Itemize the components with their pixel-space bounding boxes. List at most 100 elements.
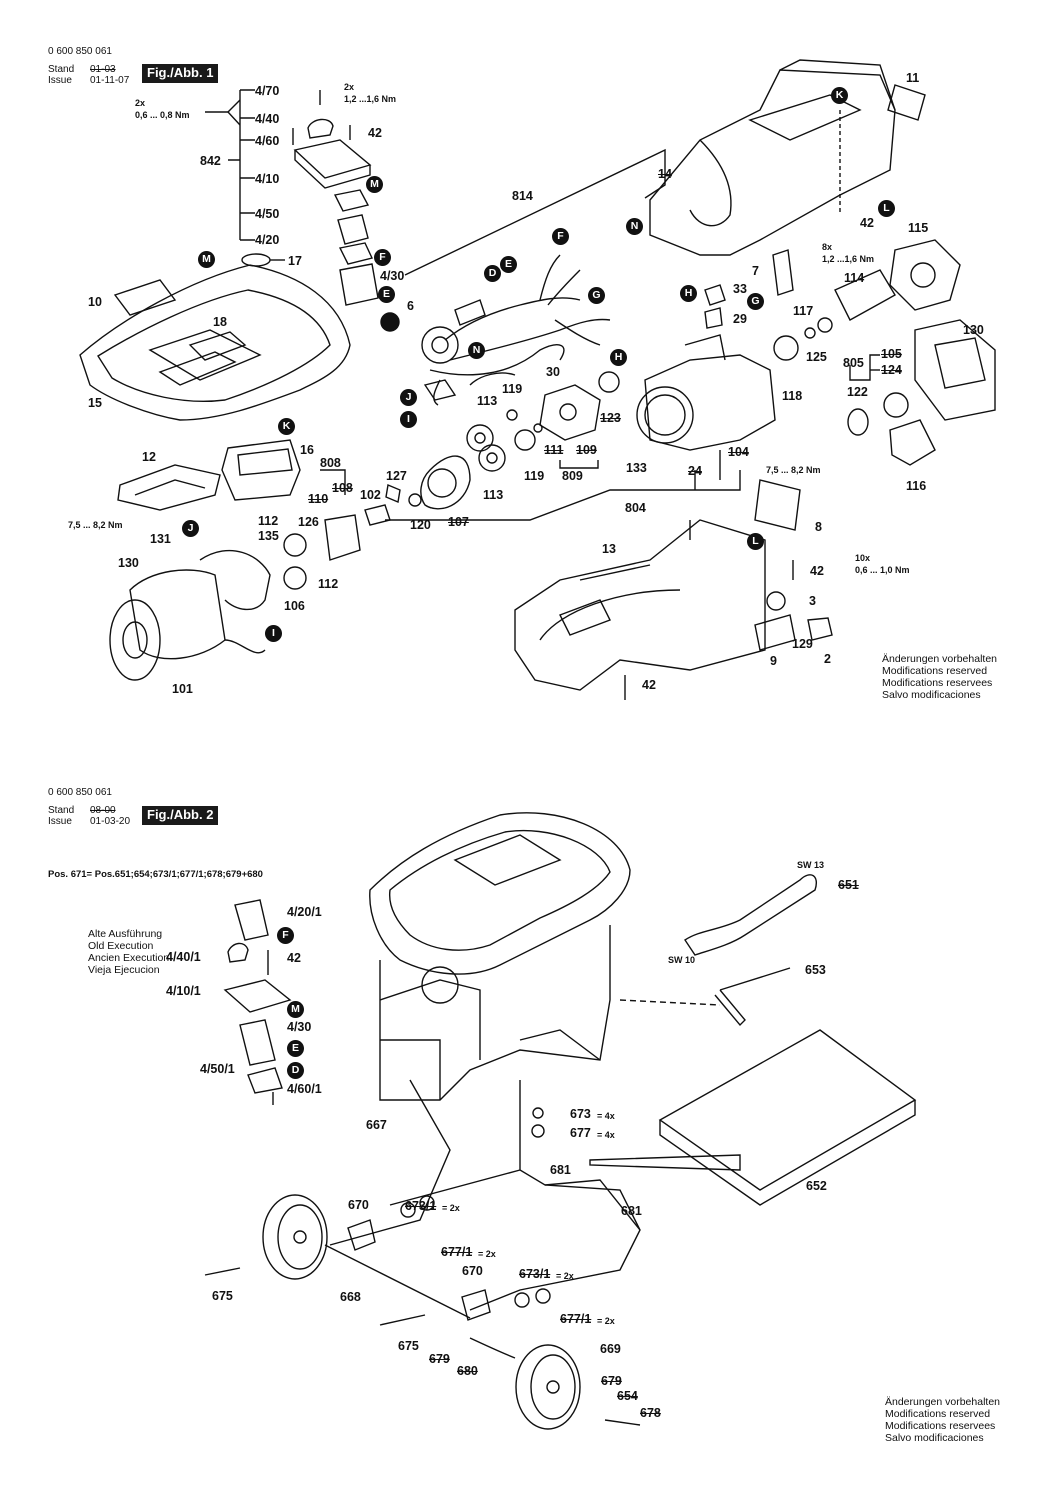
part-label: 673/1: [405, 1199, 437, 1213]
note-line: Modifications reserved: [885, 1408, 991, 1420]
part-label: 4/50: [255, 207, 280, 221]
part-label: 117: [793, 304, 814, 318]
reference-marker: G: [747, 293, 764, 310]
doc-number: 0 600 850 061: [48, 787, 112, 798]
part-label: 125: [806, 350, 827, 364]
part-label: 116: [906, 479, 927, 493]
part-label: 110: [308, 492, 329, 506]
part-label: 4/40/1: [166, 950, 201, 964]
part-label: 30: [546, 365, 560, 379]
bracket-842: [228, 89, 255, 241]
part-label: 8: [815, 520, 822, 534]
part-label: SW 10: [668, 955, 696, 965]
hex-key-drawing: [714, 967, 791, 1027]
wheels-drawing: [204, 1194, 641, 1430]
part-label: 133: [626, 461, 647, 475]
part-label: 16: [300, 443, 314, 457]
part-label: 42: [860, 216, 874, 230]
part-label: 42: [368, 126, 382, 140]
reference-marker: M: [198, 251, 215, 268]
note-line: Salvo modificaciones: [885, 1432, 984, 1444]
part-label: 127: [386, 469, 407, 483]
reference-marker: H: [610, 349, 627, 366]
part-label: 135: [258, 529, 279, 543]
part-label: 104: [728, 445, 749, 459]
reference-marker: N: [626, 218, 643, 235]
bracket-804: [385, 470, 741, 521]
old-execution-line: Old Execution: [88, 940, 154, 952]
part-label: 2: [824, 652, 831, 666]
shredder-assembly-drawing: [369, 812, 631, 1101]
torque-value: 0,6 ... 1,0 Nm: [855, 565, 910, 575]
part-label: 809: [562, 469, 583, 483]
part-label: 677: [570, 1126, 591, 1140]
manual-drawing: [658, 1029, 917, 1191]
issue-label: Issue: [48, 816, 72, 827]
issue-label: Issue: [48, 75, 72, 86]
part-label: 107: [448, 515, 469, 529]
part-label: 102: [360, 488, 381, 502]
black-dot-marker: [380, 312, 400, 332]
reference-marker: D: [484, 265, 501, 282]
part-label: 17: [288, 254, 302, 268]
part-label: 42: [810, 564, 824, 578]
switch-assembly-drawing: [292, 90, 379, 306]
figure-title: Fig./Abb. 2: [142, 806, 219, 825]
reference-marker: M: [287, 1001, 304, 1018]
part-label: 119: [502, 382, 523, 396]
part-label: 42: [642, 678, 656, 692]
old-switch-drawing: [223, 899, 292, 1105]
quantity: = 4x: [597, 1130, 615, 1140]
part-label: 113: [483, 488, 504, 502]
quantity: = 2x: [478, 1249, 496, 1259]
part-label: 12: [142, 450, 156, 464]
torque-count: 10x: [855, 553, 871, 563]
part-label: 10: [88, 295, 102, 309]
reference-marker: E: [287, 1040, 304, 1057]
part-label: 4/50/1: [200, 1062, 235, 1076]
part-label: 115: [908, 221, 929, 235]
leader-814: [404, 148, 666, 276]
bracket-809: [559, 460, 599, 469]
part-label: 654: [617, 1389, 638, 1403]
part-label: 108: [332, 481, 353, 495]
torque-value: 7,5 ... 8,2 Nm: [766, 465, 821, 475]
part-label: 4/20: [255, 233, 280, 247]
part-label: 4/60: [255, 134, 280, 148]
frame-drawing: [324, 1079, 641, 1321]
doc-number: 0 600 850 061: [48, 46, 112, 57]
part-label: 119: [524, 469, 545, 483]
old-execution-line: Ancien Execution: [88, 952, 170, 964]
part-label: SW 13: [797, 860, 825, 870]
gear-train-drawing: [364, 371, 620, 526]
reference-marker: J: [400, 389, 417, 406]
bracket-808: [320, 469, 346, 495]
part-label: 14: [658, 167, 672, 181]
reference-marker: K: [278, 418, 295, 435]
part-label: 24: [688, 464, 702, 478]
note-line: Änderungen vorbehalten: [885, 1396, 1001, 1408]
part-label: 112: [318, 577, 339, 591]
part-label: 112: [258, 514, 279, 528]
part-label: 15: [88, 396, 102, 410]
part-label: 3: [809, 594, 816, 608]
motor-parts-drawing: [109, 439, 361, 681]
torque-value: 7,5 ... 8,2 Nm: [68, 520, 123, 530]
reference-marker: G: [588, 287, 605, 304]
reference-marker: E: [500, 256, 517, 273]
reference-marker: F: [374, 249, 391, 266]
reference-marker: J: [182, 520, 199, 537]
part-label: 669: [600, 1342, 621, 1356]
part-label: 653: [805, 963, 826, 977]
part-label: 105: [881, 347, 902, 361]
reference-marker: F: [277, 927, 294, 944]
part-label: 13: [602, 542, 616, 556]
part-label: 6: [407, 299, 414, 313]
part-label: 677/1: [560, 1312, 592, 1326]
issue-date: 01-03-20: [90, 816, 131, 827]
part-label: 4/10/1: [166, 984, 201, 998]
part-label: 42: [287, 951, 301, 965]
part-label: 106: [284, 599, 305, 613]
